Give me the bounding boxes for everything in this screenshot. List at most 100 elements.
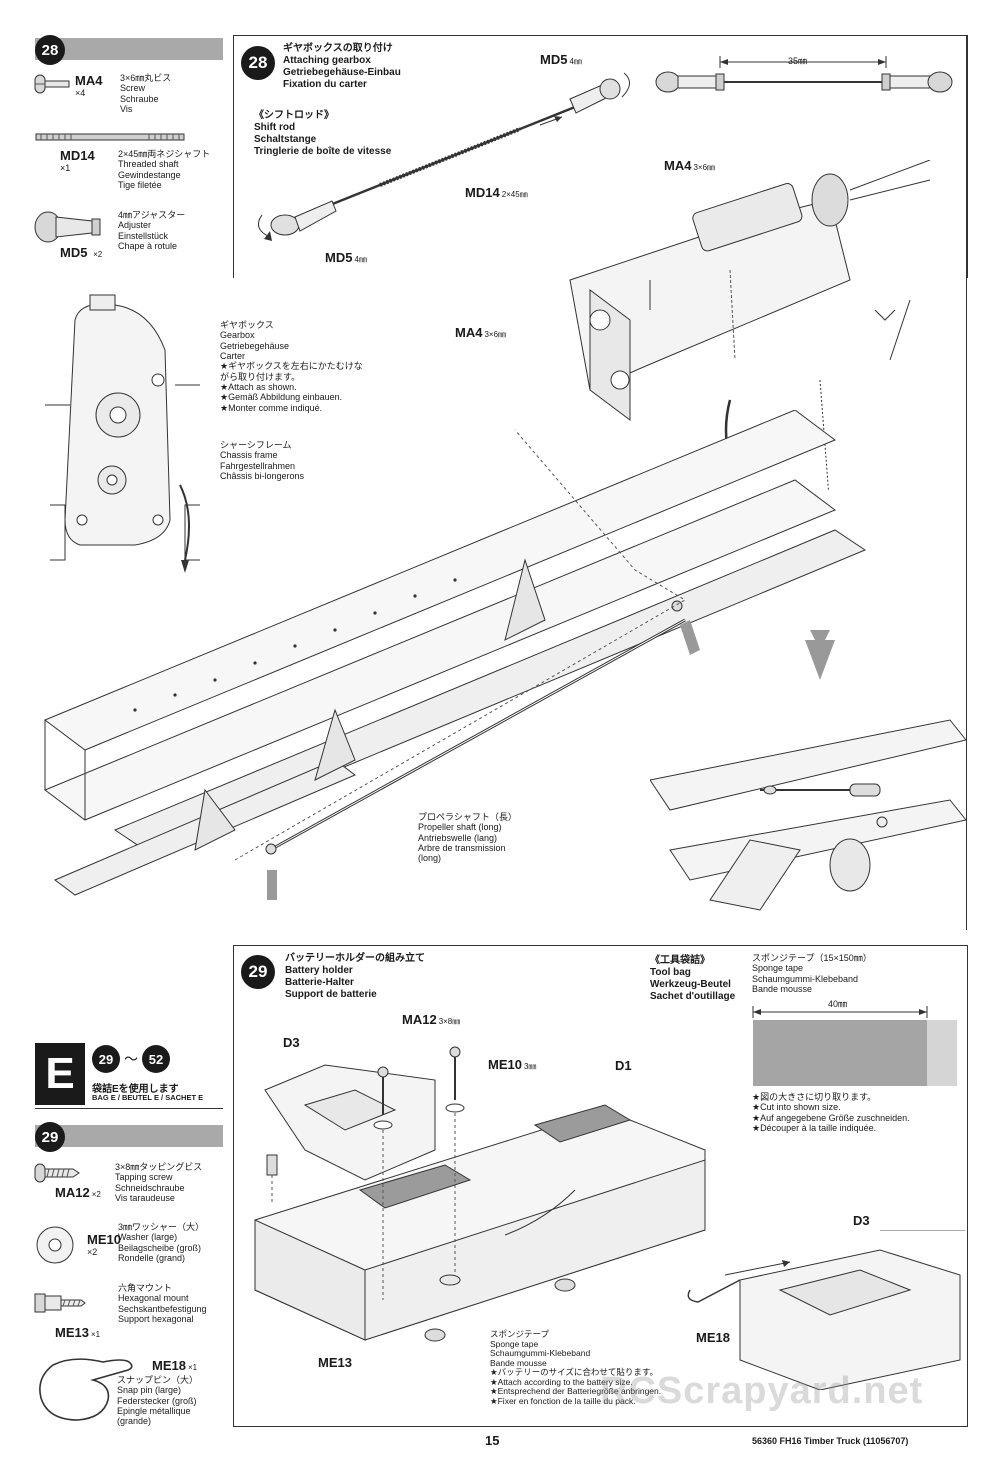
callout-md14-code: MD14 (465, 185, 500, 200)
part-md5-code: MD5 (60, 245, 88, 260)
chassis-frame-drawing (35, 410, 970, 900)
part-me10-label: ME10 ×2 (87, 1232, 121, 1257)
washer-me10-icon (35, 1225, 75, 1265)
bag-e-letter-box: E (35, 1043, 85, 1105)
screw-ma4-icon (33, 72, 73, 96)
callout-ma4-top-code: MA4 (664, 158, 692, 173)
callout-md5-top-size: 4㎜ (569, 57, 582, 66)
part-ma12-desc: 3×8㎜タッピングビス Tapping screw Schneidschraub… (115, 1162, 203, 1204)
part-ma4-qty: ×4 (75, 88, 86, 98)
tool-bag-en: Tool bag (650, 967, 691, 978)
bag-e-underline (35, 1108, 223, 1109)
bag-e-range-sep: 〜 (124, 1051, 138, 1067)
step29-title-fr: Support de batterie (285, 989, 377, 1000)
part-md14-desc: 2×45㎜両ネジシャフト Threaded shaft Gewindestang… (118, 149, 211, 191)
step28-title-jp: ギヤボックスの取り付け (283, 43, 393, 54)
shift-rod-heading: 《シフトロッド》 Shift rod Schaltstange Tringler… (254, 110, 391, 158)
callout-me18: ME18 (696, 1330, 730, 1345)
gearbox-motor-drawing (530, 160, 950, 490)
sponge-tape-note: スポンジテープ Sponge tape Schaumgummi-Klebeban… (490, 1329, 662, 1406)
sponge-tape-cut-guide (745, 1000, 957, 1086)
threaded-shaft-md14-icon (35, 132, 185, 142)
part-ma12-qty: ×2 (91, 1190, 101, 1199)
sponge-dim-40mm: 40㎜ (828, 999, 848, 1009)
callout-md5-bottom-code: MD5 (325, 250, 353, 265)
step29-title: バッテリーホルダーの組み立て Battery holder Batterie-H… (285, 953, 425, 1001)
tool-bag-de: Werkzeug-Beutel (650, 979, 731, 990)
part-ma4-code: MA4 (75, 73, 103, 88)
callout-d3-left: D3 (283, 1035, 300, 1050)
callout-ma12-code: MA12 (402, 1012, 437, 1027)
callout-ma12-size: 3×8㎜ (438, 1017, 461, 1026)
step29-parts-header-bar (35, 1125, 223, 1147)
sponge-cut-note: ★図の大きさに切り取ります。 ★Cut into shown size. ★Au… (752, 1092, 910, 1134)
shift-rod-assembly-drawing (240, 55, 640, 241)
page-number: 15 (485, 1433, 500, 1448)
step28-title: ギヤボックスの取り付け Attaching gearbox Getriebege… (283, 43, 401, 91)
tool-bag-fr: Sachet d'outillage (650, 991, 736, 1002)
bag-e-range: 29 〜 52 (92, 1045, 170, 1073)
bag-e-range-from: 29 (92, 1045, 120, 1073)
part-ma4-label: MA4 ×4 (75, 73, 102, 98)
step28-parts-number: 28 (35, 35, 65, 65)
part-md14-label: MD14 ×1 (60, 148, 95, 173)
shift-rod-jp: 《シフトロッド》 (254, 110, 334, 121)
shift-rod-length-gauge (650, 50, 960, 100)
sponge-tape-title: スポンジテープ（15×150㎜） Sponge tape Schaumgummi… (752, 953, 872, 995)
propeller-shaft-note: プロペラシャフト（長） Propeller shaft (long) Antri… (418, 812, 517, 864)
callout-ma4-left-code: MA4 (455, 325, 483, 340)
battery-holder-installed-drawing (680, 1230, 965, 1390)
tool-bag-jp: 《工具袋詰》 (650, 955, 710, 966)
watermark: RCScrapyard.net (600, 1370, 924, 1412)
tool-bag-heading: 《工具袋詰》 Tool bag Werkzeug-Beutel Sachet d… (650, 955, 735, 1003)
step29-title-en: Battery holder (285, 965, 353, 976)
step28-title-de: Getriebegehäuse-Einbau (283, 67, 401, 78)
callout-md14-size: 2×45㎜ (501, 190, 528, 199)
callout-d1: D1 (615, 1058, 632, 1073)
adjuster-md5-icon (32, 209, 112, 245)
hex-mount-me13-icon (33, 1288, 87, 1318)
part-ma12-code: MA12 (55, 1185, 90, 1200)
callout-ma4-top-size: 3×6㎜ (693, 163, 716, 172)
callout-ma4-left-size: 3×6㎜ (484, 330, 507, 339)
part-md5-label: MD5 ×2 (60, 245, 102, 260)
callout-d3-right: D3 (853, 1213, 870, 1228)
step28-parts-header-bar (35, 38, 223, 60)
step29-title-jp: バッテリーホルダーの組み立て (285, 953, 425, 964)
shift-rod-fr: Tringlerie de boîte de vitesse (254, 146, 392, 157)
part-md14-qty: ×1 (60, 163, 71, 173)
step29-battery-holder-box (233, 945, 968, 1427)
step28-main-divider-vertical (966, 35, 968, 930)
part-me13-qty: ×1 (90, 1330, 101, 1339)
callout-md5-top-code: MD5 (540, 52, 568, 67)
callout-me13: ME13 (318, 1355, 352, 1370)
step28-title-fr: Fixation du carter (283, 79, 367, 90)
part-me10-qty: ×2 (87, 1247, 98, 1257)
part-md14-code: MD14 (60, 148, 95, 163)
part-ma4-desc: 3×6㎜丸ビス Screw Schraube Vis (120, 73, 172, 115)
part-md5-desc: 4㎜アジャスター Adjuster Einstellstück Chape à … (118, 210, 186, 252)
gearbox-note: ギヤボックス Gearbox Getriebegehäuse Carter ★ギ… (220, 320, 363, 413)
part-me18-desc: スナップピン（大） Snap pin (large) Federstecker … (117, 1375, 199, 1427)
battery-holder-drawing (245, 1030, 725, 1360)
bag-e-range-to: 52 (142, 1045, 170, 1073)
part-me13-code: ME13 (55, 1325, 89, 1340)
dim-35mm-label: 35㎜ (788, 56, 808, 66)
bag-e-jp: 袋詰Eを使用します (92, 1084, 179, 1095)
gearbox-side-view-drawing (40, 290, 215, 573)
callout-me10-size: 3㎜ (523, 1062, 537, 1071)
chassis-frame-note: シャーシフレーム Chassis frame Fahrgestellrahmen… (220, 440, 305, 482)
tapping-screw-ma12-icon (33, 1162, 81, 1184)
shift-rod-de: Schaltstange (254, 134, 317, 145)
snap-pin-me18-icon (33, 1350, 143, 1430)
part-me18-label: ME18×1 (152, 1358, 197, 1373)
step28-title-en: Attaching gearbox (283, 55, 371, 66)
bag-e-en: BAG E / BEUTEL E / SACHET E (92, 1093, 204, 1102)
part-ma12-label: MA12×2 (55, 1185, 101, 1200)
